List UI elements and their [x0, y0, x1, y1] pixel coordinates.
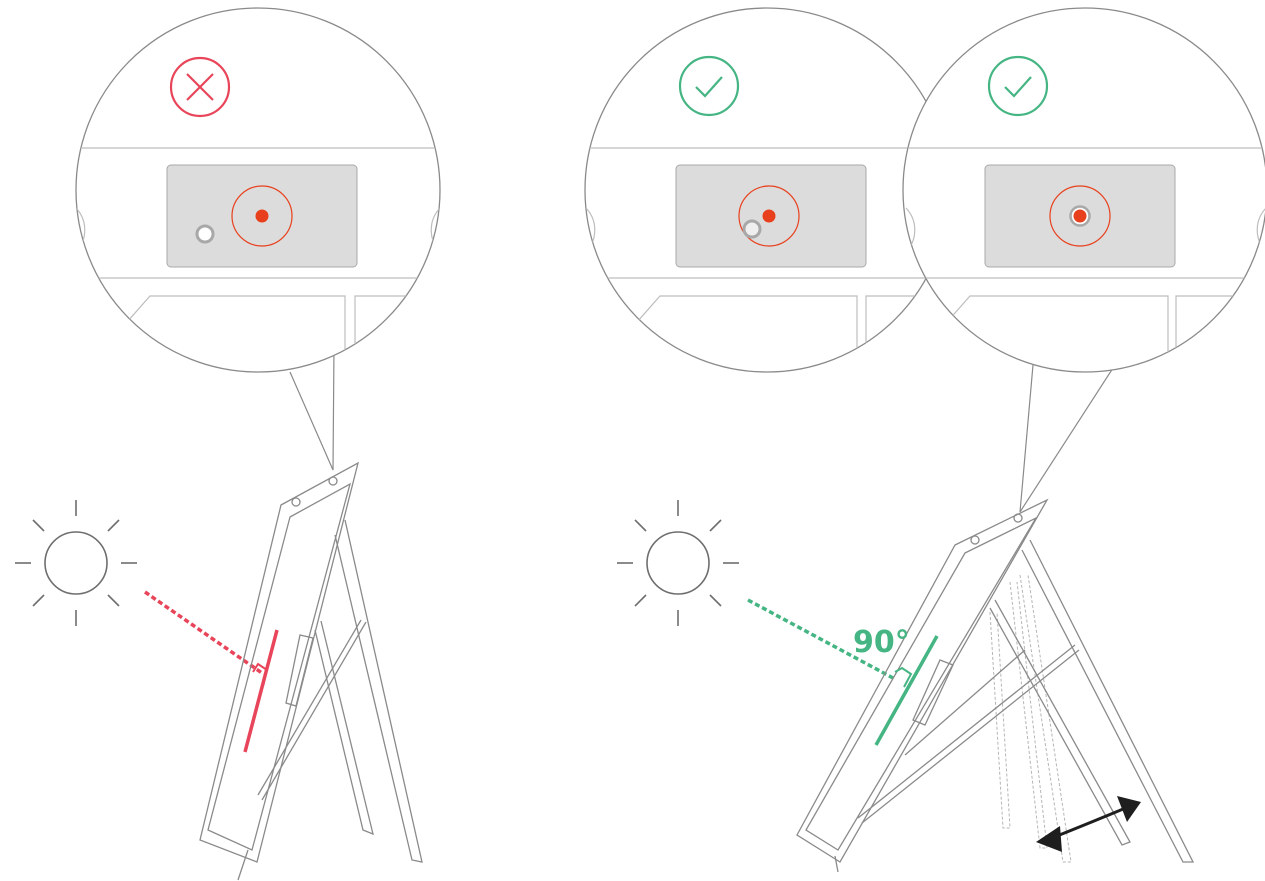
adjust-arrow-icon	[1036, 796, 1141, 852]
check-icon	[678, 55, 740, 117]
right-angle-marker	[894, 666, 913, 688]
check-icon	[987, 55, 1049, 117]
target-dot	[762, 209, 776, 223]
cross-icon	[169, 56, 231, 118]
sun-spot-indicator	[195, 224, 215, 244]
sun-ray-wrong	[144, 590, 263, 675]
callout-pointer	[289, 344, 335, 471]
sun-icon	[15, 500, 137, 626]
easel-stand	[796, 498, 1195, 873]
target-ring	[1049, 185, 1111, 247]
sun-spot-indicator	[742, 219, 762, 239]
target-dot	[255, 209, 269, 223]
sun-ray-correct	[747, 598, 894, 680]
correct-example: 90°	[584, 7, 1265, 873]
callout-pointer	[1019, 364, 1114, 513]
target-ring	[738, 185, 800, 247]
magnifier-incorrect	[75, 7, 441, 373]
angle-marker-wrong	[252, 662, 269, 687]
target-ring	[231, 185, 293, 247]
easel-stand	[199, 461, 423, 881]
ghost-legs	[989, 574, 1072, 863]
magnifier-correct-adjusting	[584, 7, 950, 373]
panel-plane-wrong	[243, 629, 279, 753]
incorrect-example	[15, 7, 441, 881]
magnifier-correct-aligned	[902, 7, 1265, 373]
target-dot	[1073, 209, 1087, 223]
angle-label: 90°	[853, 625, 910, 660]
sun-icon	[617, 500, 739, 626]
panel-plane-correct	[874, 635, 939, 746]
